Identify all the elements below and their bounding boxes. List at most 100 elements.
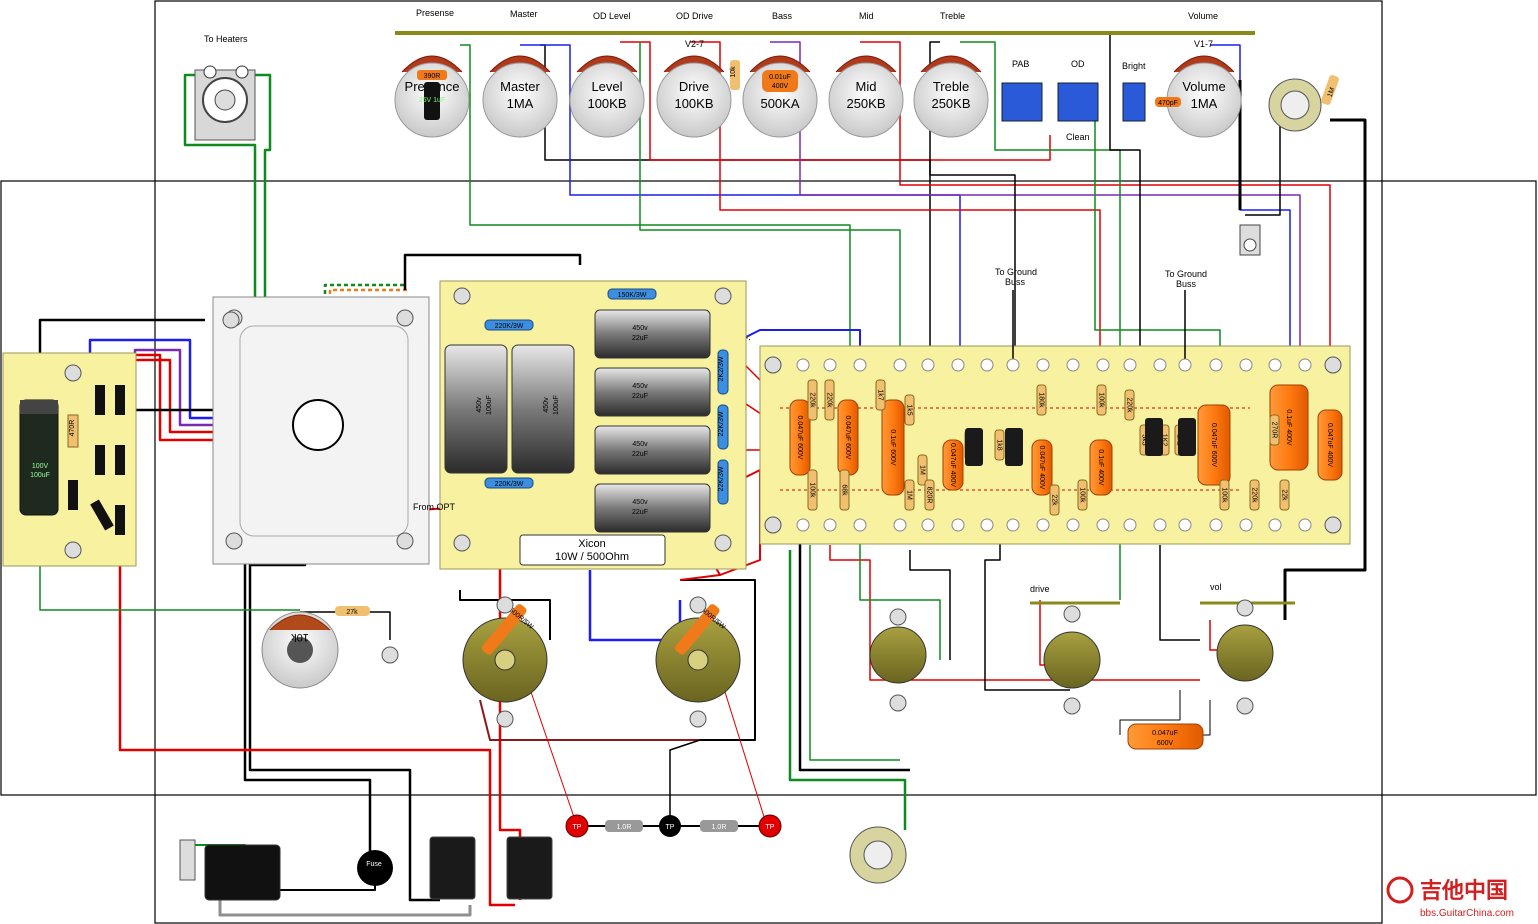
turret-resistor: 100k: [1219, 479, 1230, 511]
test-point-3-label: TP: [766, 824, 775, 831]
rect-cap-voltage: 100V: [32, 463, 49, 470]
test-points: TP TP TP 1.0R 1.0R: [565, 814, 782, 838]
small-cap-2-voltage: 450v: [632, 383, 648, 390]
screw: [453, 287, 471, 305]
jack-resistor-label: 1M: [1327, 87, 1337, 99]
screw: [714, 287, 732, 305]
screw: [496, 710, 514, 728]
turret-part-label: 220k: [1251, 487, 1258, 503]
standby-switch[interactable]: [506, 836, 553, 900]
filter-cap-small-4: 450v 22uF: [594, 483, 711, 533]
chassis-main-outline: [0, 180, 1537, 796]
turret-resistor: 220k: [807, 379, 818, 421]
turret-lug: [1298, 358, 1312, 372]
screw: [1063, 605, 1081, 623]
screw: [381, 646, 399, 664]
pot-name: Drive: [679, 79, 709, 94]
pot-value: 100KB: [674, 96, 713, 111]
turret-part-label: 0.047uF 400V: [1038, 446, 1045, 490]
to-ground-label-1: To Ground: [995, 267, 1037, 277]
turret-part-label: 0.1uF 400V: [1285, 409, 1292, 446]
turret-lug: [921, 518, 935, 532]
psu-resistor-5-label: 22K/3W: [718, 411, 725, 436]
input-jack[interactable]: 1M: [1268, 74, 1340, 132]
turret-resistor: 100k: [1077, 479, 1088, 511]
screw: [689, 596, 707, 614]
pab-switch-label: PAB: [1012, 59, 1029, 69]
turret-resistor: 1M: [904, 479, 915, 511]
filter-cap-small-1: 450v 22uF: [594, 309, 711, 359]
bottom-cap-capacitance: 0.047uF: [1152, 730, 1178, 737]
pot-header-bass: Bass: [772, 11, 793, 21]
output-jack[interactable]: [849, 826, 907, 884]
screw: [225, 532, 243, 550]
preamp-socket-3: vol: [1200, 582, 1295, 682]
top-pots: PresenceMaster1MALevel100KBDrive100KBBas…: [394, 55, 1242, 138]
test-point-1-label: TP: [573, 824, 582, 831]
bass-cap: 0.01uF 400V: [762, 70, 798, 92]
pot-value: 500KA: [760, 96, 799, 111]
turret-lug: [1209, 518, 1223, 532]
pab-switch[interactable]: PAB: [1001, 59, 1043, 122]
pot-name: Volume: [1182, 79, 1225, 94]
preamp-socket-2: drive: [1030, 584, 1120, 689]
drive-socket-label: drive: [1030, 584, 1050, 594]
pot-header-od-drive: OD Drive: [676, 11, 713, 21]
bright-switch-label: Bright: [1122, 61, 1146, 71]
drive-resistor-label: 10k: [730, 66, 737, 78]
turret-lug: [1239, 518, 1253, 532]
iec-inlet: [179, 839, 281, 901]
turret-part-label: 100k: [1098, 392, 1105, 408]
filter-cap-1: 450v 100uF: [444, 344, 508, 474]
pot-name: Master: [500, 79, 540, 94]
small-cap-3-capacitance: 22uF: [632, 451, 648, 458]
turret-capacitor: 0.047uF 600V: [789, 399, 811, 476]
turret-lug: [980, 518, 994, 532]
psu-resistor-3-label: 150K/3W: [618, 292, 647, 299]
heater-connector: To Heaters: [194, 34, 256, 141]
turret-part-label: 820R: [926, 487, 933, 504]
od-switch[interactable]: OD Clean: [1057, 59, 1099, 142]
bright-switch[interactable]: Bright: [1122, 61, 1146, 122]
watermark-url: bbs.GuitarChina.com: [1420, 908, 1514, 919]
filter-cap-2-voltage: 450v: [543, 397, 550, 413]
pot-header-treble: Treble: [940, 11, 965, 21]
turret-lug: [1268, 358, 1282, 372]
bass-cap-voltage: 400V: [772, 83, 789, 90]
turret-lug: [823, 358, 837, 372]
od-switch-label: OD: [1071, 59, 1085, 69]
filter-cap-2-capacitance: 100uF: [553, 395, 560, 415]
filter-cap-small-3: 450v 22uF: [594, 425, 711, 475]
small-cap-1-voltage: 450v: [632, 325, 648, 332]
turret-board: To Ground Buss To Ground Buss 0.047uF 60…: [759, 267, 1351, 545]
psu-board: 450v 100uF 450v 100uF 450v 22uF 450v 22u…: [413, 280, 747, 570]
pot-bass[interactable]: Bass500KA: [742, 55, 818, 138]
turret-part-label: 220k: [826, 392, 833, 408]
screw: [222, 311, 240, 329]
screw: [496, 596, 514, 614]
psu-resistor-1: 220K/3W: [484, 319, 534, 331]
power-switch[interactable]: [429, 836, 476, 900]
bias-pot[interactable]: 10k 27k: [261, 606, 370, 689]
psu-resistor-1-label: 220K/3W: [495, 323, 524, 330]
turret-part-label: 0.1uF 400V: [1097, 449, 1104, 486]
small-cap-4-voltage: 450v: [632, 499, 648, 506]
turret-resistor: 22k: [1049, 484, 1060, 516]
screw: [64, 541, 82, 559]
turret-part-label: 0.047uF 400V: [949, 443, 956, 487]
screw: [396, 532, 414, 550]
turret-resistor: 220k: [824, 379, 835, 421]
turret-lug: [853, 358, 867, 372]
electrolytic-cap: [1178, 418, 1196, 456]
pot-header-od-level: OD Level: [593, 11, 631, 21]
turret-capacitor: 0.1uF 400V: [1089, 439, 1113, 496]
presence-resistor-label: 390R: [424, 73, 441, 80]
turret-lug: [796, 358, 810, 372]
pot-name: Mid: [856, 79, 877, 94]
pot-drive[interactable]: Drive 100KB: [656, 55, 732, 138]
